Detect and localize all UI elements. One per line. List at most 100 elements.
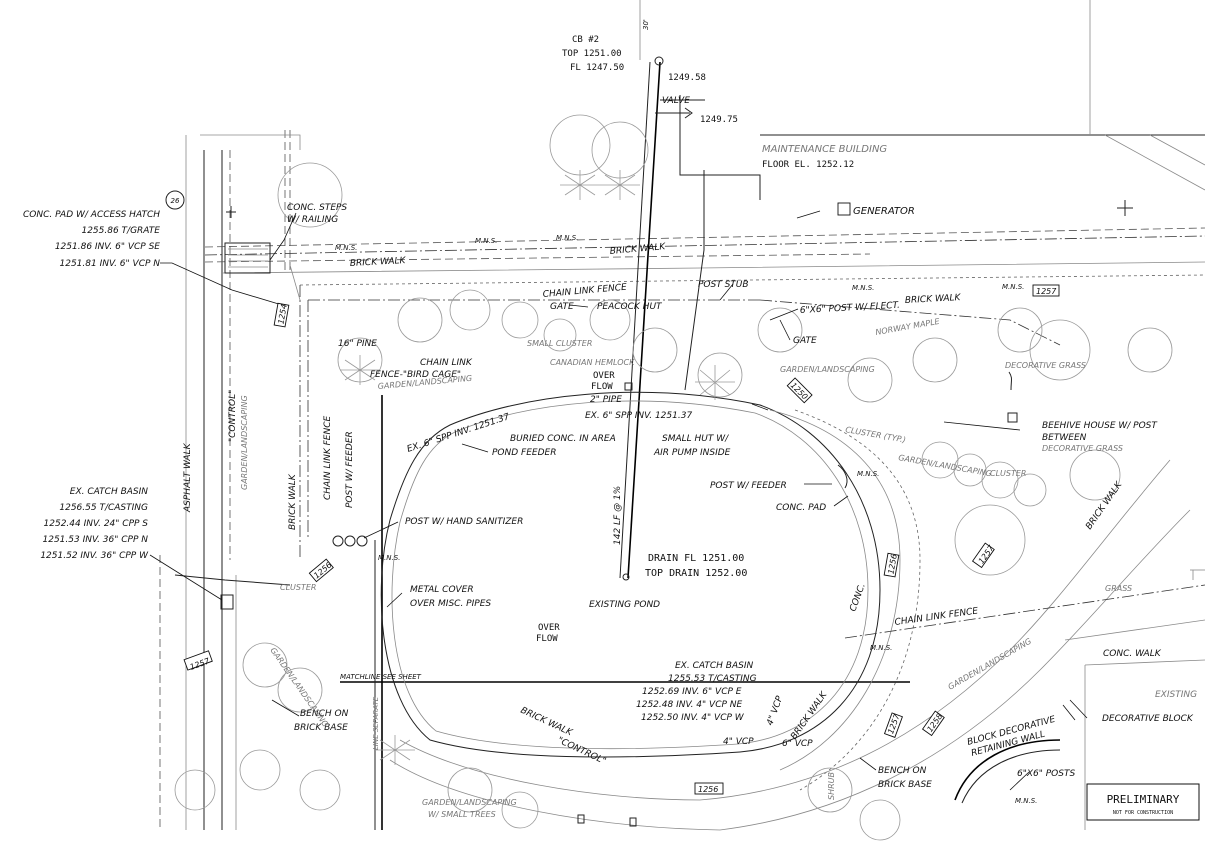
decorative-grass-label-1: DECORATIVE GRASS [1005,361,1086,370]
conc-label: CONC. [848,582,867,613]
existing-pond-label: EXISTING POND [589,600,660,610]
elevation-1258: 1258 [925,712,944,734]
air-pump-label: AIR PUMP INSIDE [653,448,731,458]
pond-feeder-label: POND FEEDER [492,448,556,458]
ex-spp-right: EX. 6" SPP INV. 1251.37 [585,411,692,421]
mns-label-1: M.N.S. [335,244,357,252]
floor-elevation-label: FLOOR EL. 1252.12 [762,160,854,170]
chain-link-fence-vertical: CHAIN LINK FENCE [323,416,333,500]
garden-landscaping-label-3: GARDEN/LANDSCAPING [898,453,993,478]
buried-conc-label: BURIED CONC. IN AREA [510,434,616,444]
vcp-6-label: 6" VCP [782,739,813,749]
elevation-1254: 1254 [276,303,288,325]
plan-labels: CB #2 TOP 1251.00 FL 1247.50 30' 1249.58… [23,19,1197,819]
ex-cb-invert-3: 1251.52 INV. 36" CPP W [40,551,149,561]
maintenance-building-label: MAINTENANCE BUILDING [762,144,887,155]
generator-label: GENERATOR [853,206,915,217]
bench-left-2: BRICK BASE [294,723,348,733]
control-label-1: "CONTROL" [228,390,238,442]
elevation-1257-a: 1257 [1036,287,1057,296]
post-feeder-left: POST W/ FEEDER [345,431,355,508]
preliminary-subtitle: NOT FOR CONSTRUCTION [1113,810,1173,816]
ex-cb2-invert-1: 1252.69 INV. 6" VCP E [642,687,742,697]
pipe-segment-label: MATCHLINE SEE SHEET [340,673,422,681]
ex-cb2-invert-2: 1252.48 INV. 4" VCP NE [636,700,742,710]
dimension-30: 30' [642,19,650,30]
conc-pad-invert-1: 1251.86 INV. 6" VCP SE [55,242,160,252]
tree-symbols [174,114,1173,841]
conc-walk-label: CONC. WALK [1103,649,1162,659]
post-sanitizer-label: POST W/ HAND SANITIZER [405,517,523,527]
ex-cb2-title: EX. CATCH BASIN [675,661,753,671]
gate-top-label: GATE [550,302,574,312]
garden-landscaping-vertical: GARDEN/LANDSCAPING [240,395,249,490]
post-feeder-right: POST W/ FEEDER [710,481,787,491]
decorative-grass-label-2: DECORATIVE GRASS [1042,444,1123,453]
decorative-block-label: DECORATIVE BLOCK [1102,714,1194,724]
brick-walk-label-2: BRICK WALK [609,242,666,257]
cluster-label-3: CLUSTER [280,583,316,592]
small-cluster-label: SMALL CLUSTER [527,339,592,348]
ex-cb-title: EX. CATCH BASIN [70,487,148,497]
gate-right-label: GATE [793,336,817,346]
brick-walk-label-1: BRICK WALK [350,256,407,269]
brick-walk-label-5: BRICK WALK [519,706,575,739]
ex-cb-invert-2: 1251.53 INV. 36" CPP N [43,535,149,545]
brick-walk-label-7: BRICK WALK [1084,479,1125,531]
mns-label-5: M.N.S. [1002,283,1024,291]
mns-label-7: M.N.S. [857,470,879,478]
shrub-label: SHRUB [827,772,836,800]
bird-cage-fence-label: FENCE-"BIRD CAGE" [370,370,461,380]
elevation-1256-c: 1256 [886,553,898,575]
control-label-2: "CONTROL" [556,736,608,767]
mns-label-3: M.N.S. [556,234,578,242]
mns-label-2: M.N.S. [475,237,497,245]
chain-link-fence-bottom: CHAIN LINK FENCE [894,606,979,628]
elevation-1256-a: 1256 [698,785,718,794]
bench-left-1: BENCH ON [300,709,349,719]
mns-label-4: M.N.S. [852,284,874,292]
pipe-2-label: 2" PIPE [590,395,622,405]
spot-elevation-1249-75: 1249.75 [700,115,738,125]
cluster-label-2: CLUSTER [990,469,1026,478]
cb-fl: FL 1247.50 [570,63,624,73]
brick-walk-label-4: BRICK WALK [288,473,298,530]
conc-steps-label: CONC. STEPS [287,203,347,213]
over-flow-bottom-b: FLOW [536,634,558,644]
brick-walk-label-3: BRICK WALK [905,293,962,306]
posts-6x6-label: 6"X6" POSTS [1017,769,1075,779]
over-flow-top-b: FLOW [591,382,613,392]
post-elect-label: 6"X6" POST W/ ELECT. [800,301,900,316]
garden-landscaping-label-2: GARDEN/LANDSCAPING [780,365,875,374]
railing-label: W/ RAILING [287,215,338,225]
pipe-142-label: 142 LF @ 1% [613,486,623,545]
valve-label: VALVE [662,96,690,106]
cb-top: TOP 1251.00 [562,49,622,59]
preliminary-stamp: PRELIMINARY NOT FOR CONSTRUCTION [1086,783,1200,821]
ex-cb-invert-1: 1252.44 INV. 24" CPP S [44,519,149,529]
over-flow-bottom: OVER [538,623,560,633]
over-misc-label: OVER MISC. PIPES [410,599,491,609]
garden-landscaping-label-5: GARDEN/LANDSCAPING [947,637,1034,692]
cb-title: CB #2 [572,35,599,45]
top-drain-label: TOP DRAIN 1252.00 [645,568,747,579]
post-stub-label: POST STUB [698,280,749,290]
mns-label-8: M.N.S. [870,644,892,652]
ex-cb2-tcasting: 1255.53 T/CASTING [668,674,757,684]
conc-pad-invert-2: 1251.81 INV. 6" VCP N [60,259,161,269]
grass-label: GRASS [1105,584,1132,593]
existing-label: EXISTING [1155,690,1197,700]
cluster-typ-label: CLUSTER (TYP.) [845,425,907,445]
between-label: BETWEEN [1042,433,1087,443]
conc-pad-label: CONC. PAD [776,503,826,513]
leader-lines [149,210,1088,791]
asphalt-walk-label: ASPHALT WALK [183,442,193,513]
pipe-run-label: LINE SEPARATE [372,696,380,750]
ex-cb2-invert-3: 1252.50 INV. 4" VCP W [641,713,745,723]
ex-cb-tcasting: 1256.55 T/CASTING [59,503,148,513]
garden-small-trees-label: GARDEN/LANDSCAPING [422,798,517,807]
small-trees-label: W/ SMALL TREES [428,810,496,819]
mns-label-9: M.N.S. [1015,797,1037,805]
preliminary-title: PRELIMINARY [1107,793,1180,806]
